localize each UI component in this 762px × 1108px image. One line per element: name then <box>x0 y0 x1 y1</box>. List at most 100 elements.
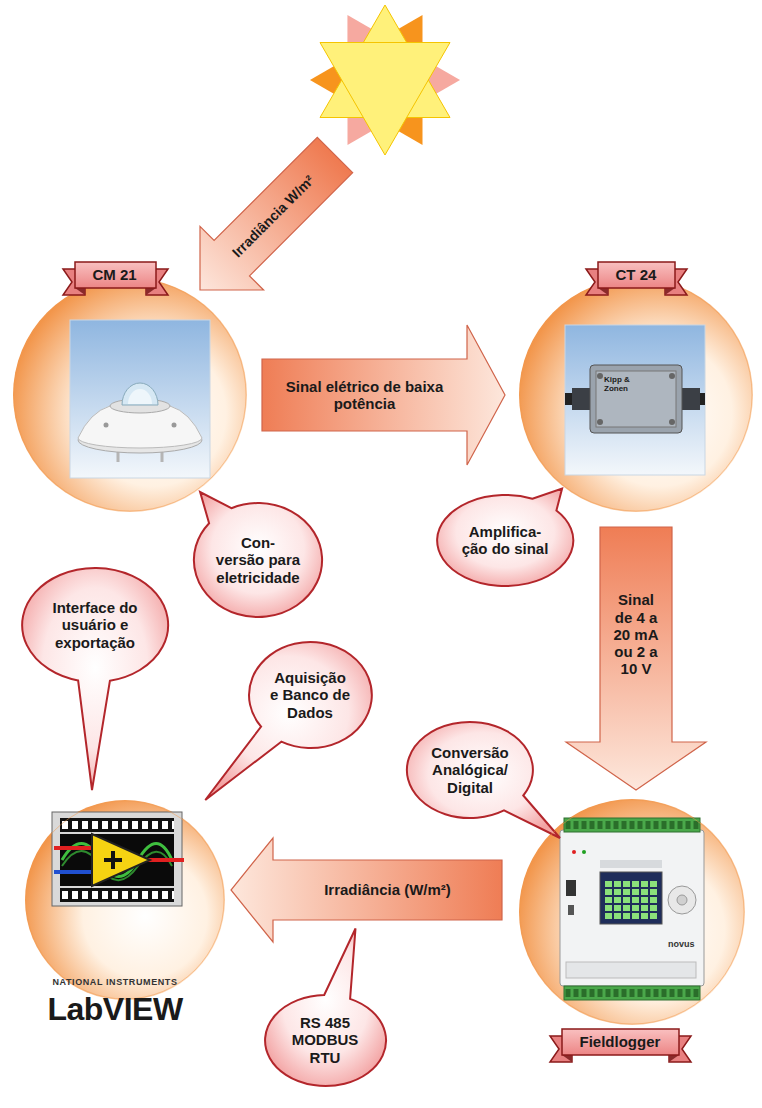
banner-text: CM 21 <box>63 262 168 288</box>
pixel-row <box>60 888 174 902</box>
name-banner: CT 24 <box>586 262 687 288</box>
instrument-circle: CM 21 <box>13 278 247 512</box>
signal-label: Sinal de 4 a 20 mA ou 2 a 10 V <box>610 591 662 677</box>
product-logo-text: LabVIEW <box>47 992 182 1027</box>
name-banner: Fieldlogger <box>550 1029 691 1055</box>
pyranometer-hole <box>172 423 177 428</box>
signal-label: Irradiância (W/m²) <box>324 881 451 898</box>
bubble-outline <box>407 722 560 838</box>
irradiance-label: Irradiância W/m² <box>229 173 317 261</box>
ribbon-fold <box>146 288 156 295</box>
circle-shape <box>14 279 246 511</box>
amplifier-photo <box>565 325 705 475</box>
circle-fill <box>519 799 745 1025</box>
logger-body <box>560 830 704 986</box>
status-led <box>582 850 586 854</box>
banner-text: Fieldlogger <box>550 1029 691 1055</box>
usb-port <box>566 880 576 896</box>
lid-screw <box>597 419 603 425</box>
circle-fill <box>25 800 225 1000</box>
bubble-text: RS 485 MODBUS RTU <box>289 1014 361 1066</box>
ribbon-fold <box>75 288 85 295</box>
pyranometer-inner-dome <box>128 389 152 404</box>
usb-port <box>568 905 574 915</box>
bubble-outline <box>194 492 322 617</box>
speech-bubble: Interface do usuário e exportação <box>20 566 170 684</box>
yellow-triangle <box>92 834 150 886</box>
circle-outline <box>519 799 745 1025</box>
instrument-circle: CT 24 <box>519 278 753 512</box>
pyranometer-dome <box>122 383 158 405</box>
brand-label: Kipp & Zonen <box>604 376 650 394</box>
red-wire <box>54 846 95 850</box>
circle-outline <box>25 800 225 1000</box>
bubble-outline <box>22 568 168 790</box>
terminal-strip <box>564 818 700 832</box>
sun-star <box>320 43 450 156</box>
circle-shape <box>520 279 752 511</box>
terminal-slots <box>564 818 700 832</box>
labview-icon <box>52 812 184 906</box>
signal-label: Sinal elétrico de baixa potência <box>272 378 457 413</box>
pyranometer-photo <box>70 320 210 478</box>
datalogger-photo <box>560 818 704 1000</box>
circle-fill <box>519 278 753 512</box>
bubble-outline <box>205 642 372 800</box>
label-row <box>566 962 696 978</box>
banner-text: CT 24 <box>586 262 687 288</box>
circle-outline <box>13 278 247 512</box>
red-wire <box>148 858 184 862</box>
signal-arrow <box>262 325 505 465</box>
logger-screen <box>600 872 662 924</box>
circle-fill <box>13 278 247 512</box>
cable-gland <box>680 388 700 410</box>
header-strip <box>600 860 662 868</box>
lid-screw <box>669 419 675 425</box>
bubble-text: Interface do usuário e exportação <box>49 599 141 651</box>
circle-outline <box>519 278 753 512</box>
speech-bubble: Aquisição e Banco de Dados <box>247 640 374 750</box>
pyranometer-hole <box>104 423 109 428</box>
name-banner: CM 21 <box>63 262 168 288</box>
instrument-circle: Fieldlogger <box>519 799 745 1025</box>
terminal-slots <box>564 986 700 1000</box>
bubble-text: Aquisição e Banco de Dados <box>269 669 351 721</box>
lid-screw <box>597 373 603 379</box>
speech-bubble: Amplifica- ção do sinal <box>435 493 575 588</box>
pixel-dots <box>60 888 174 902</box>
lid-screw <box>669 373 675 379</box>
status-led <box>572 850 576 854</box>
plus-sign <box>111 851 115 869</box>
brand-text: NATIONAL INSTRUMENTS <box>52 978 177 988</box>
circle-shape <box>26 801 224 999</box>
terminal-strip <box>564 986 700 1000</box>
speech-bubble: RS 485 MODBUS RTU <box>263 993 388 1088</box>
photo-background <box>565 325 705 475</box>
circle-shape <box>520 800 744 1024</box>
photo-background <box>70 320 210 478</box>
amplifier-lid <box>596 371 676 427</box>
cable-gland <box>572 388 592 410</box>
bubble-outline <box>437 488 573 586</box>
keypad <box>668 886 696 914</box>
screen-grid <box>604 880 658 920</box>
speech-bubble: Conversão Analógica/ Digital <box>405 720 535 820</box>
keypad-center <box>677 895 687 905</box>
signal-arrow <box>566 527 706 790</box>
ribbon-fold <box>665 288 675 295</box>
pixel-dots <box>60 818 174 832</box>
brand-label: novus <box>668 940 695 950</box>
blue-wire <box>54 870 95 874</box>
bubble-text: Con- versão para eletricidade <box>215 534 301 586</box>
cable <box>565 393 573 405</box>
bubble-text: Amplifica- ção do sinal <box>459 523 551 558</box>
speech-bubble: Con- versão para eletricidade <box>192 501 324 619</box>
instrument-circle: NATIONAL INSTRUMENTSLabVIEW <box>25 800 225 1000</box>
irradiance-arrow <box>200 137 353 290</box>
ribbon-fold <box>669 1055 679 1062</box>
amplifier-box <box>590 365 682 433</box>
bubble-text: Conversão Analógica/ Digital <box>428 744 512 796</box>
ribbon-fold <box>562 1055 572 1062</box>
